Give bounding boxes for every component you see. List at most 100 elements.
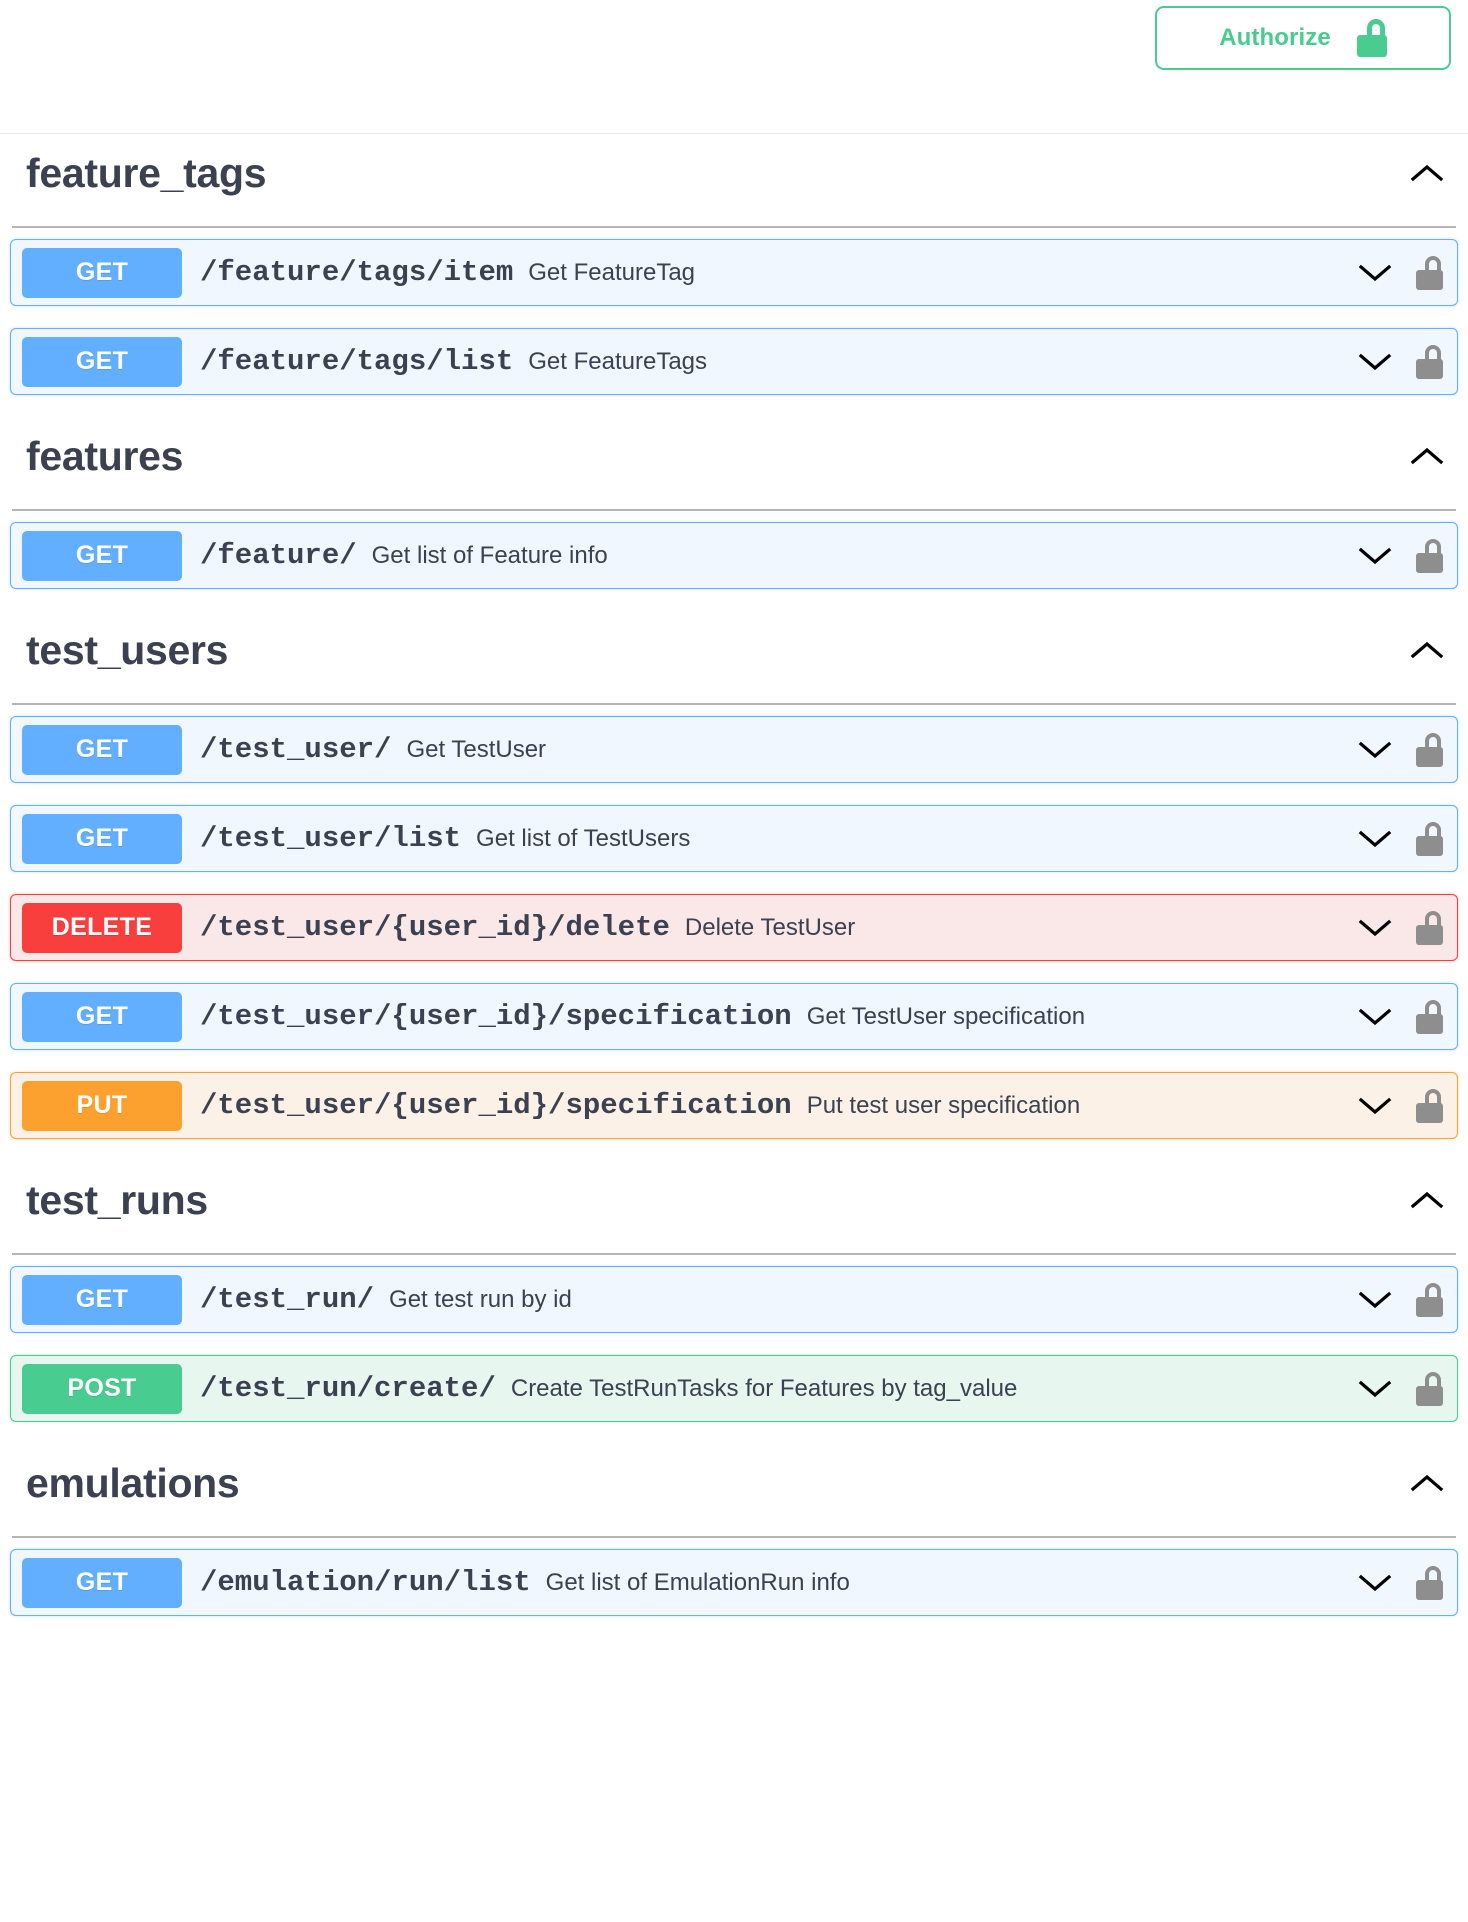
- chevron-down-icon[interactable]: [1352, 339, 1398, 385]
- tag-divider: [12, 509, 1456, 511]
- authorize-button-label: Authorize: [1219, 24, 1331, 51]
- method-badge-get: GET: [22, 336, 182, 387]
- chevron-down-icon[interactable]: [1352, 250, 1398, 296]
- operation-controls: [1352, 533, 1443, 579]
- chevron-down-icon[interactable]: [1352, 816, 1398, 862]
- operation-path: /test_user/{user_id}/specification: [200, 1089, 792, 1122]
- operation-row[interactable]: GET/test_user/Get TestUser: [10, 716, 1458, 783]
- authorize-bar: Authorize: [0, 0, 1468, 134]
- operation-path: /feature/tags/list: [200, 345, 514, 378]
- operation-row[interactable]: GET/test_user/list Get list of TestUsers: [10, 805, 1458, 872]
- operation-row[interactable]: POST/test_run/create/Create TestRunTasks…: [10, 1355, 1458, 1422]
- chevron-up-icon[interactable]: [1404, 1460, 1450, 1506]
- operation-controls: [1352, 727, 1443, 773]
- unlocked-padlock-icon[interactable]: [1416, 1371, 1443, 1406]
- tag-divider: [12, 226, 1456, 228]
- unlocked-padlock-icon[interactable]: [1416, 255, 1443, 290]
- authorize-wrapper: Authorize: [1155, 6, 1451, 70]
- tag-header-emulations[interactable]: emulations: [10, 1444, 1458, 1522]
- operation-path: /test_user/{user_id}/delete: [200, 911, 670, 944]
- unlocked-padlock-icon[interactable]: [1416, 999, 1443, 1034]
- chevron-up-icon[interactable]: [1404, 150, 1450, 196]
- operation-summary: Get FeatureTags: [528, 349, 708, 374]
- method-badge-get: GET: [22, 530, 182, 581]
- operation-path: /feature/tags/item: [200, 256, 514, 289]
- operation-row[interactable]: GET/feature/Get list of Feature info: [10, 522, 1458, 589]
- operation-path: /test_user/list: [200, 822, 462, 855]
- authorize-button[interactable]: Authorize: [1155, 6, 1451, 70]
- tag-header-test_runs[interactable]: test_runs: [10, 1161, 1458, 1239]
- chevron-down-icon[interactable]: [1352, 1560, 1398, 1606]
- chevron-down-icon[interactable]: [1352, 994, 1398, 1040]
- operation-row[interactable]: GET/emulation/run/list Get list of Emulat…: [10, 1549, 1458, 1616]
- chevron-down-icon[interactable]: [1352, 1277, 1398, 1323]
- chevron-up-icon[interactable]: [1404, 1177, 1450, 1223]
- tag-title: feature_tags: [26, 149, 267, 196]
- method-badge-get: GET: [22, 991, 182, 1042]
- operation-controls: [1352, 1560, 1443, 1606]
- operation-summary: Create TestRunTasks for Features by tag_…: [510, 1376, 1018, 1401]
- tag-title: test_users: [26, 626, 229, 673]
- chevron-up-icon[interactable]: [1404, 627, 1450, 673]
- method-badge-get: GET: [22, 1557, 182, 1608]
- unlocked-padlock-icon[interactable]: [1416, 538, 1443, 573]
- operation-path: /test_user/{user_id}/specification: [200, 1000, 792, 1033]
- operation-summary: Get list of EmulationRun info: [545, 1570, 850, 1595]
- unlocked-padlock-icon[interactable]: [1416, 1088, 1443, 1123]
- unlocked-padlock-icon[interactable]: [1416, 821, 1443, 856]
- operation-controls: [1352, 1083, 1443, 1129]
- operation-summary: Put test user specification: [806, 1093, 1081, 1118]
- chevron-up-icon[interactable]: [1404, 433, 1450, 479]
- tag-title: test_runs: [26, 1176, 208, 1223]
- method-badge-delete: DELETE: [22, 902, 182, 953]
- chevron-down-icon[interactable]: [1352, 533, 1398, 579]
- operation-summary: Get TestUser specification: [806, 1004, 1086, 1029]
- operation-row[interactable]: GET/test_run/Get test run by id: [10, 1266, 1458, 1333]
- chevron-down-icon[interactable]: [1352, 1366, 1398, 1412]
- operation-path: /test_run/: [200, 1283, 375, 1316]
- operation-list: GET/feature/Get list of Feature info: [10, 522, 1458, 589]
- unlocked-padlock-icon: [1356, 19, 1387, 57]
- operation-controls: [1352, 816, 1443, 862]
- method-badge-get: GET: [22, 813, 182, 864]
- operation-summary: Get FeatureTag: [528, 260, 696, 285]
- operation-path: /feature/: [200, 539, 357, 572]
- operation-row[interactable]: PUT/test_user/{user_id}/specification Put…: [10, 1072, 1458, 1139]
- unlocked-padlock-icon[interactable]: [1416, 344, 1443, 379]
- operation-list: GET/test_run/Get test run by id POST/test…: [10, 1266, 1458, 1422]
- chevron-down-icon[interactable]: [1352, 727, 1398, 773]
- chevron-down-icon[interactable]: [1352, 1083, 1398, 1129]
- method-badge-get: GET: [22, 1274, 182, 1325]
- chevron-down-icon[interactable]: [1352, 905, 1398, 951]
- operation-summary: Get list of TestUsers: [476, 826, 691, 851]
- tag-divider: [12, 703, 1456, 705]
- unlocked-padlock-icon[interactable]: [1416, 732, 1443, 767]
- operation-path: /emulation/run/list: [200, 1566, 531, 1599]
- tag-divider: [12, 1536, 1456, 1538]
- tag-header-feature_tags[interactable]: feature_tags: [10, 134, 1458, 212]
- operation-row[interactable]: GET/test_user/{user_id}/specification Get…: [10, 983, 1458, 1050]
- unlocked-padlock-icon[interactable]: [1416, 1282, 1443, 1317]
- operation-row[interactable]: GET/feature/tags/list Get FeatureTags: [10, 328, 1458, 395]
- operation-summary: Get test run by id: [389, 1287, 572, 1312]
- unlocked-padlock-icon[interactable]: [1416, 910, 1443, 945]
- operation-path: /test_run/create/: [200, 1372, 496, 1405]
- unlocked-padlock-icon[interactable]: [1416, 1565, 1443, 1600]
- operation-summary: Get TestUser: [406, 737, 547, 762]
- operation-controls: [1352, 994, 1443, 1040]
- operation-list: GET/emulation/run/list Get list of Emulat…: [10, 1549, 1458, 1616]
- tag-header-features[interactable]: features: [10, 417, 1458, 495]
- operation-controls: [1352, 1366, 1443, 1412]
- method-badge-put: PUT: [22, 1080, 182, 1131]
- tag-header-test_users[interactable]: test_users: [10, 611, 1458, 689]
- operation-summary: Get list of Feature info: [371, 543, 608, 568]
- operation-controls: [1352, 1277, 1443, 1323]
